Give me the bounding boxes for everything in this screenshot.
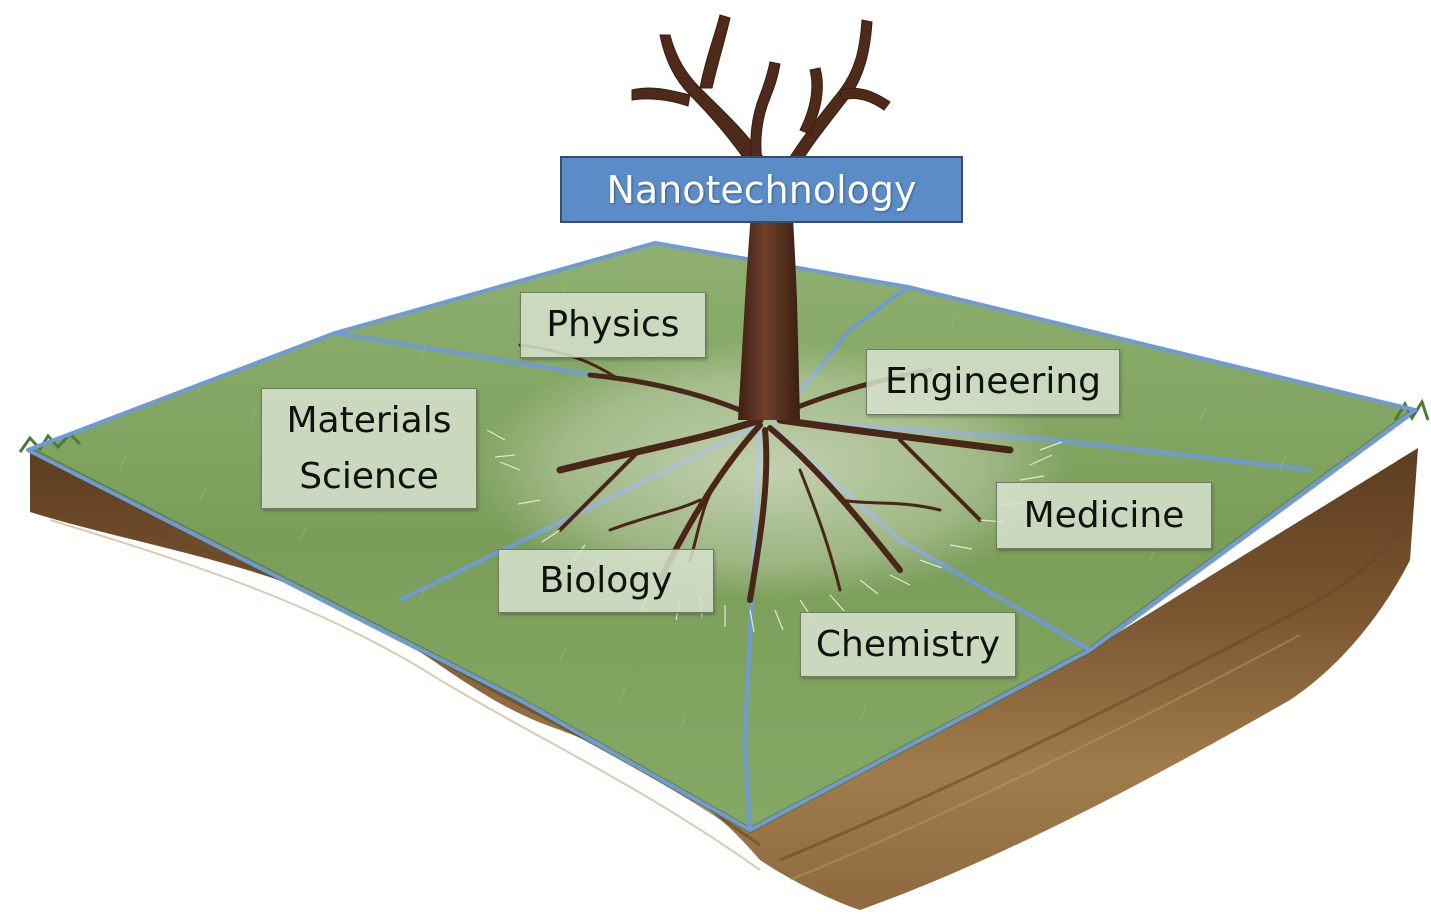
field-label-chemistry: Chemistry	[800, 612, 1016, 677]
field-label-physics: Physics	[520, 292, 706, 358]
field-label-engineering: Engineering	[866, 349, 1120, 415]
field-label-text: Chemistry	[816, 617, 1000, 673]
field-label-biology: Biology	[498, 549, 714, 613]
field-label-text: Engineering	[885, 354, 1101, 410]
field-label-medicine: Medicine	[996, 482, 1212, 549]
diagram-title-box: Nanotechnology	[560, 156, 963, 223]
field-label-text: Physics	[546, 297, 679, 353]
field-label-materials-science: Materials Science	[261, 388, 477, 509]
field-label-text: Materials Science	[286, 393, 451, 505]
field-label-text: Medicine	[1024, 488, 1185, 544]
field-label-text: Biology	[540, 553, 673, 609]
tree-branches	[632, 15, 890, 178]
diagram-title: Nanotechnology	[606, 168, 916, 212]
